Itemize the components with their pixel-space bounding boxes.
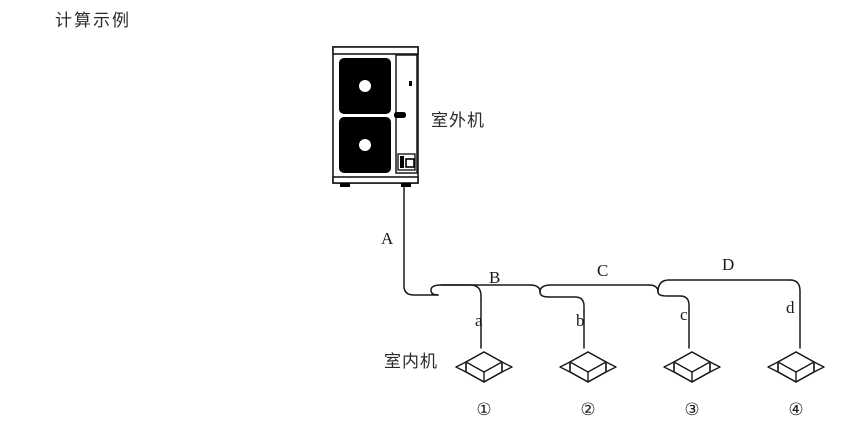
indoor-unit-number-3: ③ [684,400,700,419]
branch-joint-3 [648,284,690,311]
pipe-segment-a-main [403,186,439,296]
pipe-segment-c-trunk [539,284,650,293]
branch-label-a: a [475,311,483,330]
branch-label-c: c [680,305,688,324]
branch-joint-1 [430,284,482,301]
indoor-unit-2-graphic [559,351,617,383]
indoor-unit-number-2: ② [580,400,596,419]
indoor-unit-number-1: ① [476,400,492,419]
outdoor-unit-label: 室外机 [431,111,485,130]
branch-label-b: b [576,311,585,330]
pipe-label-d: D [722,255,735,274]
pipe-segment-d-trunk [657,279,791,293]
indoor-unit-4-graphic [767,351,825,383]
indoor-unit-3-graphic [663,351,721,383]
branch-label-d: d [786,298,795,317]
pipe-label-a: A [381,229,394,248]
outdoor-unit-graphic [332,46,419,187]
branch-joint-2 [529,284,585,313]
pipe-label-b: B [489,268,501,287]
page-title: 计算示例 [55,11,131,30]
indoor-unit-number-4: ④ [788,400,804,419]
indoor-unit-label: 室内机 [384,352,438,371]
branch-pipe-d [789,279,801,349]
indoor-unit-1-graphic [455,351,513,383]
pipe-label-c: C [597,261,609,280]
